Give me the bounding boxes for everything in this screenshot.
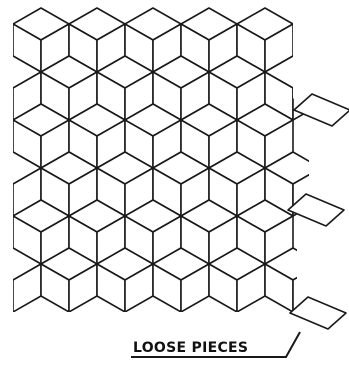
loose-diamond-piece	[290, 297, 346, 329]
loose-pieces-group	[288, 94, 349, 329]
cube-left-face	[0, 72, 13, 120]
loose-diamond-piece	[294, 94, 349, 126]
quilt-block-grid	[0, 8, 321, 312]
cube-left-face	[0, 168, 13, 216]
loose-pieces-caption: LOOSE PIECES	[133, 340, 248, 356]
cube-left-face	[0, 264, 13, 312]
